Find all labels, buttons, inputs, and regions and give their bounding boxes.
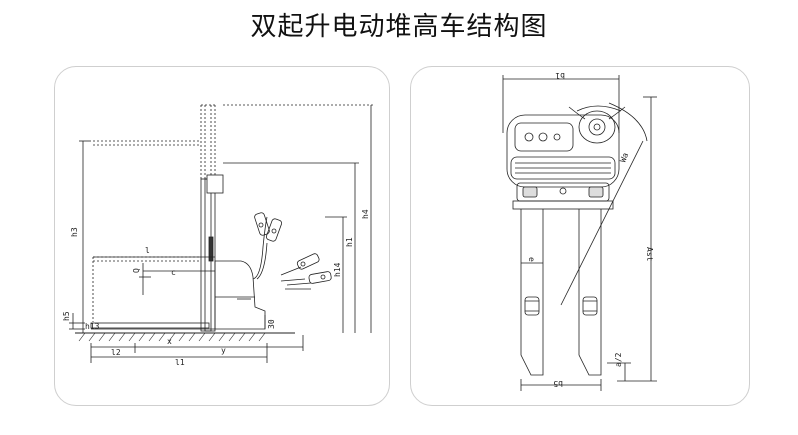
label-h3: h3 xyxy=(70,227,79,237)
label-s: 30 xyxy=(267,319,276,329)
fork-left xyxy=(520,209,544,376)
label-h1: h1 xyxy=(345,237,354,247)
label-h13: h13 xyxy=(85,322,100,331)
wa-arc xyxy=(608,102,648,142)
label-l: l xyxy=(145,246,150,255)
label-c: c xyxy=(171,268,176,277)
page-title: 双起升电动堆高车结构图 xyxy=(250,12,548,42)
label-h4: h4 xyxy=(361,209,370,219)
label-Wa: Wa xyxy=(618,151,630,163)
truck-body xyxy=(214,260,266,330)
load-wheel-right xyxy=(582,296,598,316)
label-y: y xyxy=(221,346,226,355)
tiller-handle-top xyxy=(568,105,626,144)
turning-radius-line xyxy=(560,140,644,306)
label-h5: h5 xyxy=(62,311,71,321)
top-view-drawing: b1 Wa Ast e b5 a/2 xyxy=(502,71,657,391)
label-l1: l1 xyxy=(175,358,185,367)
side-view-drawing: h3 h4 h1 h14 l c Q h5 h13 x y l2 l1 30 xyxy=(62,104,375,367)
label-Q: Q xyxy=(132,268,141,273)
tiller-head-upright xyxy=(254,212,283,242)
label-e: e xyxy=(527,257,536,262)
label-b1: b1 xyxy=(555,71,565,80)
fork-carriage xyxy=(512,200,614,210)
lower-forks xyxy=(90,322,210,329)
load-wheel-left xyxy=(524,296,540,316)
truck-body-top xyxy=(506,114,620,188)
tiller-head-lowered xyxy=(280,253,332,290)
label-l2: l2 xyxy=(111,348,121,357)
side-view-panel: h3 h4 h1 h14 l c Q h5 h13 x y l2 l1 30 xyxy=(54,66,390,406)
fork-right xyxy=(578,209,602,376)
label-b5: b5 xyxy=(553,379,563,388)
top-view-panel: b1 Wa Ast e b5 a/2 xyxy=(410,66,750,406)
tiller-arm xyxy=(252,216,268,280)
label-h14: h14 xyxy=(333,262,342,277)
label-a2: a/2 xyxy=(614,352,623,367)
label-Ast: Ast xyxy=(645,247,654,262)
label-x: x xyxy=(167,337,172,346)
